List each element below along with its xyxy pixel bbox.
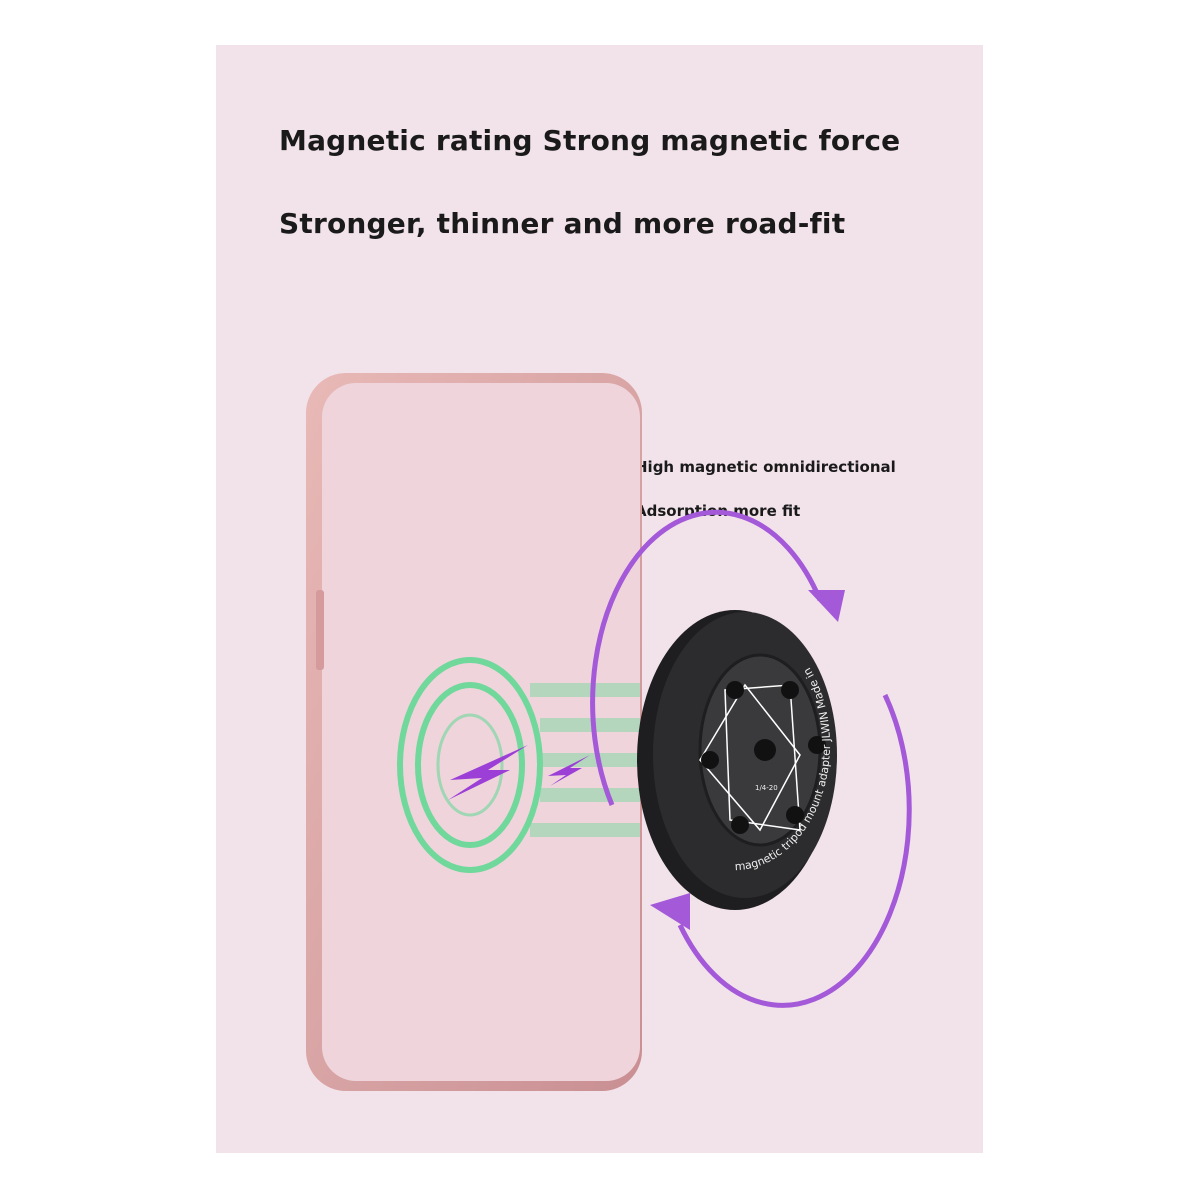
tripod-mount-adapter: magnetic tripod mount adapter JLWIN Made… xyxy=(637,610,837,910)
headline-line-1: Magnetic rating Strong magnetic force xyxy=(279,124,901,157)
adapter-center-text: 1/4-20 xyxy=(755,784,778,792)
lightning-icon xyxy=(548,755,590,786)
lightning-icon xyxy=(448,745,528,800)
side-button xyxy=(316,590,324,670)
phone xyxy=(306,373,642,1091)
feature-line-1: High magnetic omnidirectional xyxy=(635,458,896,476)
rotation-arrows-icon xyxy=(590,509,912,1008)
headline-line-2: Stronger, thinner and more road-fit xyxy=(279,207,846,240)
magnetic-field-lines xyxy=(530,683,640,837)
